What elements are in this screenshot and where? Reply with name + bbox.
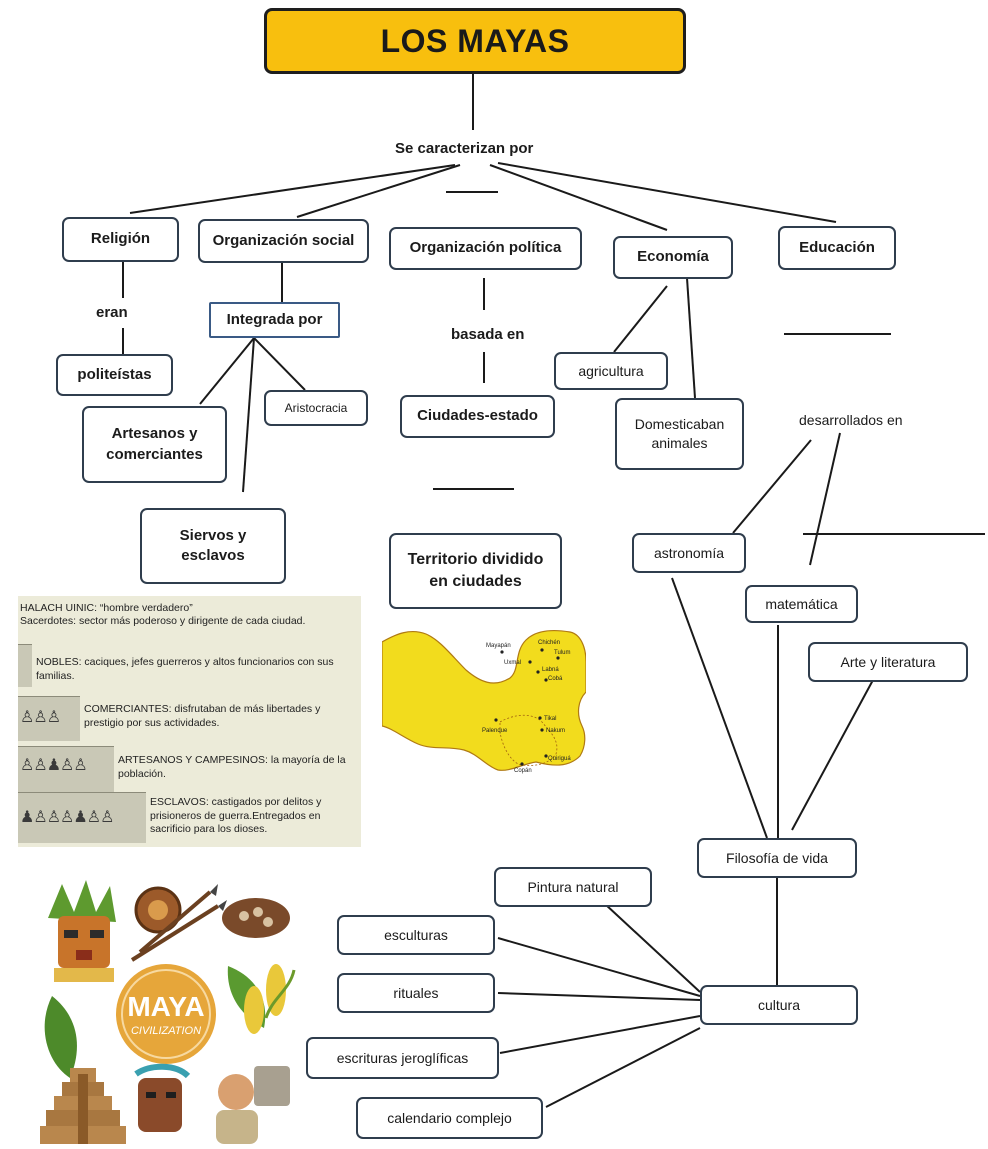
social-pyramid-panel: ♙♙♙ ♙♙♟♙♙ ♟♙♙♙♟♙♙ HALACH UINIC: “hombre … (18, 596, 361, 847)
node-matematica: matemática (745, 585, 858, 623)
node-agricultura: agricultura (554, 352, 668, 390)
pyramid-step-3 (18, 746, 114, 793)
badge-civilization-text: CIVILIZATION (131, 1025, 201, 1037)
pyramid-step-4 (18, 792, 146, 843)
map-city-labna: Labná (542, 667, 559, 673)
label-basada-en: basada en (451, 326, 525, 343)
pyramid-temple-icon (40, 1068, 126, 1144)
map-city-nakum: Nakum (546, 728, 565, 734)
pyramid-figures-icon: ♟♙♙♙♟♙♙ (20, 809, 114, 826)
map-city-chichen: Chichén (538, 640, 560, 646)
map-city-copan: Copán (514, 768, 532, 774)
node-filosofia-de-vida: Filosofía de vida (697, 838, 857, 878)
map-city-tikal: Tikal (544, 716, 556, 722)
node-artesanos-comerciantes: Artesanos y comerciantes (82, 406, 227, 483)
maya-civilization-badge: MAYA CIVILIZATION (116, 964, 216, 1064)
pyramid-line-esclavos: ESCLAVOS: castigados por delitos y prisi… (150, 796, 322, 836)
pyramid-line-comerciantes: COMERCIANTES: disfrutaban de más liberta… (84, 703, 321, 729)
pyramid-line-sacerdotes: Sacerdotes: sector más poderoso y dirige… (20, 615, 306, 627)
pyramid-figures-icon: ♙♙♟♙♙ (20, 757, 88, 774)
map-city-palenque: Palenque (482, 728, 508, 734)
map-city-uxmal: Uxmal (504, 660, 521, 666)
node-educacion: Educación (778, 226, 896, 270)
warrior-mask-icon (134, 1063, 191, 1132)
node-religion: Religión (62, 217, 179, 262)
node-ciudades-estado: Ciudades-estado (400, 395, 555, 438)
maya-civilization-illustration: MAYA CIVILIZATION (40, 880, 296, 1144)
label-desarrollados-en: desarrollados en (799, 412, 903, 428)
pyramid-step-1 (18, 644, 32, 687)
title-box: LOS MAYAS (264, 8, 686, 74)
pyramid-figures-icon: ♙♙♙ (20, 709, 61, 726)
map-city-tulum: Tulum (554, 650, 570, 656)
seated-figure-icon (216, 1066, 290, 1144)
mask-headdress-icon (48, 880, 116, 982)
maya-territory-map: Mayapán Chichén Uxmal Tulum Labná Cobá P… (382, 622, 586, 775)
node-pintura-natural: Pintura natural (494, 867, 652, 907)
node-siervos-esclavos: Siervos y esclavos (140, 508, 286, 584)
spears-icon (130, 884, 227, 962)
node-arte-literatura: Arte y literatura (808, 642, 968, 682)
map-city-quirigua: Quiriguá (548, 756, 571, 762)
node-politeistas: politeístas (56, 354, 173, 396)
map-city-markers (494, 648, 560, 766)
pyramid-line-artesanos: ARTESANOS Y CAMPESINOS: la mayoría de la… (118, 754, 346, 780)
label-eran: eran (96, 304, 128, 321)
node-organizacion-social: Organización social (198, 219, 369, 263)
badge-maya-text: MAYA (127, 991, 204, 1022)
corn-icon (244, 964, 296, 1034)
node-astronomia: astronomía (632, 533, 746, 573)
node-calendario-complejo: calendario complejo (356, 1097, 543, 1139)
pyramid-line-halach: HALACH UINIC: “hombre verdadero” (20, 602, 193, 614)
map-city-coba: Cobá (548, 676, 563, 682)
node-territorio-dividido: Territorio dividido en ciudades (389, 533, 562, 609)
node-integrada-por: Integrada por (209, 302, 340, 338)
label-se-caracterizan: Se caracterizan por (395, 140, 534, 157)
node-escrituras-jeroglificas: escrituras jeroglíficas (306, 1037, 499, 1079)
pyramid-step-2 (18, 696, 80, 741)
node-esculturas: esculturas (337, 915, 495, 955)
cacao-pod-icon (222, 898, 290, 938)
pyramid-line-nobles: NOBLES: caciques, jefes guerreros y alto… (36, 656, 334, 682)
map-city-mayapan: Mayapán (486, 643, 511, 649)
node-organizacion-politica: Organización política (389, 227, 582, 270)
node-rituales: rituales (337, 973, 495, 1013)
node-aristocracia: Aristocracia (264, 390, 368, 426)
node-domesticaban-animales: Domesticaban animales (615, 398, 744, 470)
shield-icon (134, 886, 182, 934)
node-economia: Economía (613, 236, 733, 279)
node-cultura: cultura (700, 985, 858, 1025)
